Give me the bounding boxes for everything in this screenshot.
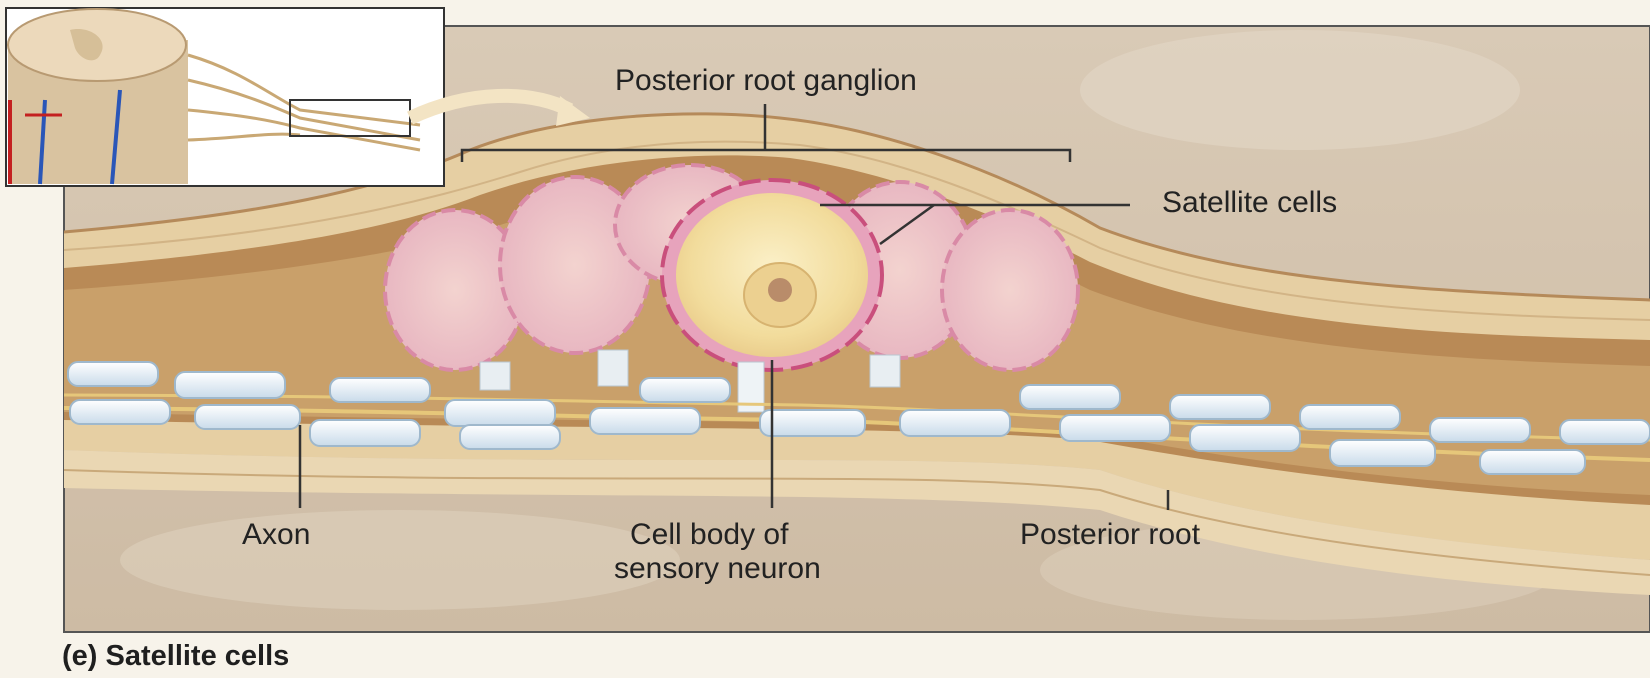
- satellite-leader-2: [879, 203, 935, 246]
- cell-body-sensory-neuron: [660, 178, 884, 413]
- label-cell-body-line1: Cell body of: [630, 518, 789, 551]
- leader-lines: [298, 104, 1170, 510]
- label-posterior-root: Posterior root: [1020, 518, 1201, 551]
- label-satellite-cells: Satellite cells: [1162, 186, 1338, 219]
- figure-caption: (e) Satellite cells: [62, 640, 290, 672]
- label-cell-body-line2: sensory neuron: [614, 552, 821, 585]
- spinal-cord-inset: [5, 7, 445, 187]
- label-axon: Axon: [242, 518, 311, 551]
- axon-bundle: [63, 361, 1650, 475]
- zoom-arrow: [407, 88, 574, 125]
- label-posterior-root-ganglion: Posterior root ganglion: [615, 64, 917, 97]
- zoom-arrowhead: [556, 96, 590, 126]
